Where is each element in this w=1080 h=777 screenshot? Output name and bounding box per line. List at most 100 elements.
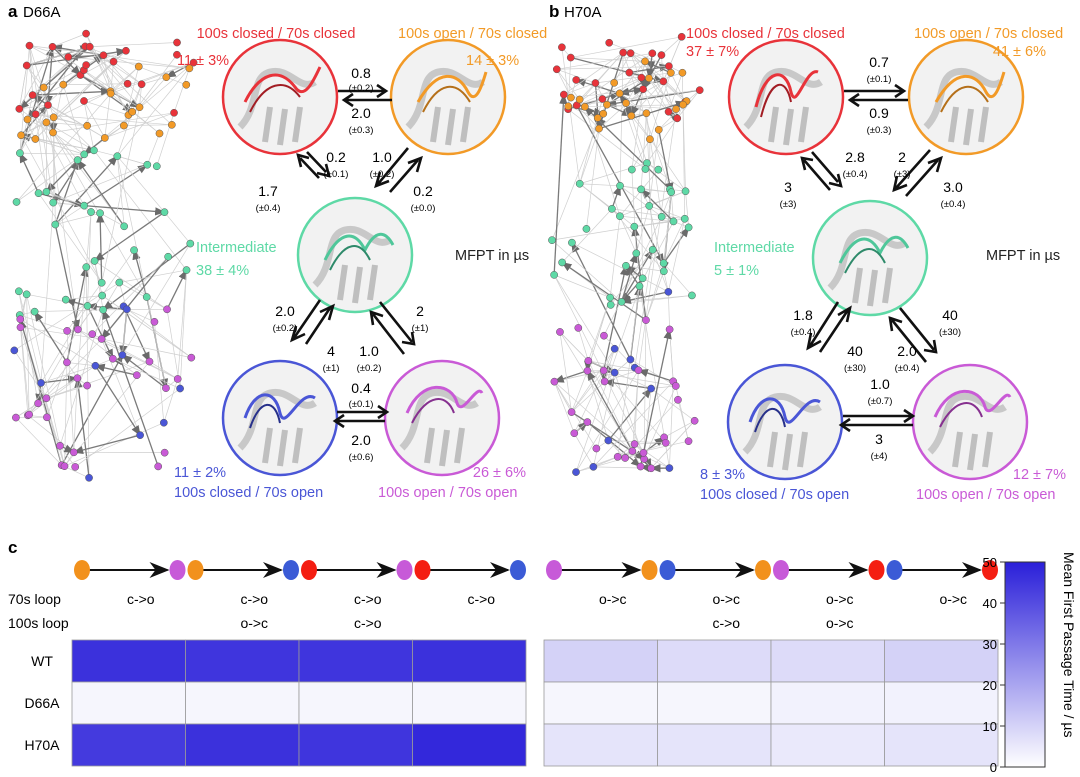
state-percentage: 8 ± 3% <box>700 467 745 483</box>
graph-node <box>130 246 138 255</box>
graph-edge <box>46 122 78 161</box>
graph-edge <box>579 98 603 184</box>
graph-node <box>80 97 88 105</box>
rate-error: (±0.1) <box>349 399 374 410</box>
graph-node <box>635 282 644 290</box>
graph-edge <box>29 45 104 56</box>
rate-error: (±1) <box>323 363 340 374</box>
graph-edge <box>640 113 647 190</box>
graph-edge <box>117 155 148 166</box>
graph-node <box>619 48 628 57</box>
graph-node <box>659 259 668 268</box>
graph-node <box>695 86 704 94</box>
graph-edge <box>559 331 589 362</box>
graph-node <box>645 202 654 210</box>
graph-edge <box>554 381 633 452</box>
graph-edge <box>610 249 653 306</box>
state-red-a: 100s closed / 70s closed 11 ± 3% <box>177 26 356 156</box>
state-red-b: 100s closed / 70s closed 37 ± 7% <box>686 26 845 156</box>
graph-edge <box>646 53 655 80</box>
graph-edge <box>18 65 28 109</box>
graph-edge <box>99 212 125 227</box>
graph-edge <box>630 52 650 79</box>
graph-edge <box>609 216 621 298</box>
graph-node <box>630 222 639 231</box>
graph-node <box>17 131 25 140</box>
graph-edge <box>102 243 191 311</box>
graph-node <box>637 185 645 194</box>
transition-arrowhead <box>376 562 397 578</box>
state-percentage: 11 ± 3% <box>177 53 229 69</box>
graph-edge <box>93 211 165 262</box>
rate-value: 2.8 <box>845 149 865 165</box>
protein-structure-icon <box>399 385 484 467</box>
graph-edge <box>59 445 76 468</box>
graph-edge <box>553 370 588 383</box>
panel-c-letter: c <box>8 538 17 557</box>
graph-node <box>666 68 675 77</box>
graph-edge <box>96 212 105 283</box>
state-purple-b: 12 ± 7% 100s open / 70s open <box>911 363 1066 503</box>
graph-edge <box>645 271 665 321</box>
graph-node <box>42 394 51 403</box>
heatmap-cell <box>657 723 772 767</box>
state-title: 100s open / 70s closed <box>914 26 1063 42</box>
graph-edge <box>83 164 149 207</box>
graph-edge <box>571 370 605 413</box>
graph-edge <box>663 262 693 296</box>
graph-edge <box>669 329 674 382</box>
transition-from-dot <box>546 560 562 580</box>
transition-arrowhead <box>621 562 642 578</box>
graph-edge <box>20 90 111 136</box>
graph-edge <box>634 249 654 368</box>
graph-node <box>638 274 647 283</box>
protein-structure-icon <box>312 225 395 304</box>
panel-b-title: H70A <box>564 4 602 21</box>
state-title: 100s closed / 70s closed <box>197 26 356 42</box>
colorbar-label: Mean First Passage Time / µs <box>1061 552 1077 737</box>
graph-edge <box>577 327 589 361</box>
graph-node <box>572 76 581 84</box>
rate-error: (±30) <box>939 327 961 338</box>
graph-node <box>654 165 663 174</box>
rate-error: (±0.2) <box>370 169 395 180</box>
transition-arrowhead <box>962 562 982 578</box>
graph-node <box>657 212 666 221</box>
graph-node <box>154 462 163 471</box>
graph-edge <box>571 370 588 413</box>
graph-edge <box>116 156 167 389</box>
graph-edge <box>61 354 123 466</box>
graph-node <box>637 73 646 82</box>
graph-node <box>566 53 575 62</box>
graph-edge <box>164 211 191 244</box>
graph-node <box>684 437 693 446</box>
rate-error: (±0.1) <box>324 169 349 180</box>
graph-edge <box>83 100 106 139</box>
graph-node <box>556 328 564 336</box>
graph-edge <box>575 370 639 473</box>
graph-edge <box>103 54 190 69</box>
graph-edge <box>83 100 129 116</box>
loop70-label: o->c <box>826 591 854 607</box>
graph-edge <box>26 46 90 66</box>
state-orange-a: 100s open / 70s closed 14 ± 3% <box>389 26 547 156</box>
graph-node <box>132 371 141 380</box>
graph-node <box>664 107 673 116</box>
graph-edge <box>571 241 632 360</box>
graph-node <box>615 89 624 98</box>
graph-node <box>582 225 591 233</box>
heatmap-cell <box>770 681 885 725</box>
state-title: 100s open / 70s open <box>916 487 1055 503</box>
transition-from-dot <box>301 560 317 580</box>
graph-edge <box>113 61 142 85</box>
graph-edge <box>661 36 682 56</box>
graph-node <box>85 42 94 51</box>
heatmap-cell <box>71 723 186 767</box>
graph-edge <box>116 84 142 157</box>
graph-node <box>610 368 619 377</box>
rate-value: 2 <box>416 303 424 319</box>
graph-node <box>626 49 635 58</box>
graph-edge <box>556 69 580 100</box>
graph-node <box>91 361 100 370</box>
transition-from-dot <box>773 560 789 580</box>
